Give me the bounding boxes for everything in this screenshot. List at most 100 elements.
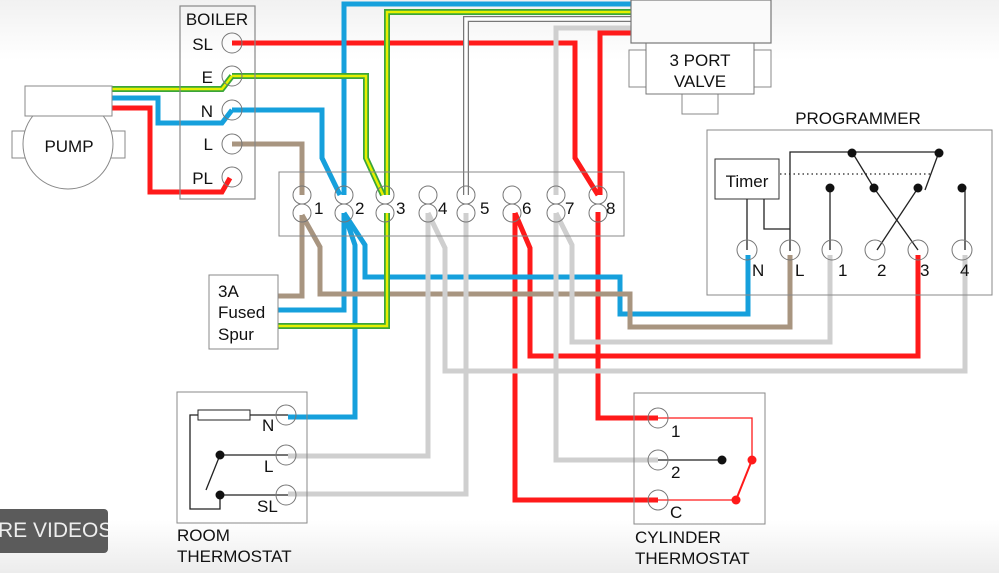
room-stat-label-line1: ROOM — [177, 526, 230, 545]
wire-3-to-spur-earth — [278, 213, 390, 329]
wire-4-to-room-l — [288, 213, 431, 459]
switch-contact-dot — [913, 183, 923, 193]
wire-pump-earth — [112, 74, 235, 92]
junction-terminal-screw — [418, 185, 438, 205]
wire-pump-live — [112, 105, 233, 195]
switch-contact-dot — [825, 183, 835, 193]
programmer-terminal-label: 4 — [960, 261, 969, 280]
junction-terminal-label: 6 — [522, 199, 531, 218]
junction-terminal-label: 2 — [355, 199, 364, 218]
junction-terminal-label: 4 — [438, 199, 447, 218]
wire-valve-earth — [384, 9, 633, 195]
wire-2-to-room-n — [288, 212, 358, 420]
junction-terminal-screw — [456, 203, 476, 223]
cylinder-stat-terminal-label: 1 — [671, 422, 680, 441]
switch-contact-dot — [215, 450, 225, 460]
boiler-terminal-label: PL — [192, 169, 213, 188]
boiler: BOILER SL E N L PL — [179, 5, 256, 200]
junction-terminal-screw — [502, 185, 522, 205]
junction-terminal-screw — [334, 203, 354, 223]
programmer-terminal — [821, 239, 843, 261]
fused-spur: 3A Fused Spur — [208, 274, 279, 350]
junction-terminal-label: 1 — [314, 199, 323, 218]
wire-valve-grey — [553, 25, 633, 195]
boiler-title: BOILER — [186, 10, 248, 29]
junction-box: 1 2 3 4 5 6 7 8 — [278, 171, 625, 237]
wire-boiler-n-to-2 — [232, 107, 343, 197]
junction-terminal-screw — [546, 203, 566, 223]
boiler-terminal — [221, 65, 243, 87]
switch-contact-dot — [215, 490, 225, 500]
programmer-terminal — [907, 239, 929, 261]
programmer-terminal — [779, 239, 801, 261]
junction-terminal-label: 5 — [480, 199, 489, 218]
junction-terminal-screw — [502, 203, 522, 223]
pump-label: PUMP — [44, 137, 93, 156]
switch-contact-dot — [934, 148, 944, 158]
spur-label-line2: Fused — [218, 303, 265, 322]
spur-label-line3: Spur — [218, 325, 254, 344]
switch-contact-dot — [869, 183, 879, 193]
programmer-terminal — [736, 239, 758, 261]
cylinder-stat-terminal-label: C — [670, 503, 682, 522]
wire-6-to-cylinder-c — [512, 213, 658, 503]
junction-terminal-screw — [292, 203, 312, 223]
switch-contact-dot — [957, 183, 967, 193]
junction-terminal-label: 3 — [396, 199, 405, 218]
wire-2-to-spur — [278, 213, 347, 313]
valve-label-line1: 3 PORT — [669, 51, 730, 70]
room-thermostat: N L SL ROOM THERMOSTAT — [176, 391, 308, 566]
wire-pump-neutral — [112, 95, 234, 126]
boiler-terminal — [221, 166, 243, 188]
wire-valve-neutral — [341, 1, 633, 195]
boiler-terminal-label: E — [202, 68, 213, 87]
wire-6-to-prog-3 — [512, 212, 921, 359]
timer-label: Timer — [726, 172, 769, 191]
anticipator-resistor-icon — [197, 409, 251, 421]
junction-terminal-label: 8 — [606, 199, 615, 218]
boiler-terminal-label: N — [201, 102, 213, 121]
boiler-terminal — [221, 99, 243, 121]
room-stat-terminal-label: L — [264, 457, 273, 476]
junction-terminal-screw — [588, 203, 608, 223]
spur-label-line1: 3A — [218, 282, 239, 301]
cylinder-stat-terminal — [647, 449, 669, 471]
boiler-terminal-label: SL — [192, 35, 213, 54]
junction-terminal-screw — [375, 203, 395, 223]
programmer-terminal-label: 1 — [838, 261, 847, 280]
room-stat-terminal — [275, 404, 297, 426]
cylinder-stat-label-line2: THERMOSTAT — [635, 549, 750, 568]
wire-7-to-prog-1 — [553, 211, 833, 345]
boiler-terminal-label: L — [204, 135, 213, 154]
cylinder-thermostat: 1 2 C CYLINDER THERMOSTAT — [633, 392, 766, 568]
programmer-terminal — [951, 239, 973, 261]
wire-1-to-prog-l — [299, 213, 793, 330]
wire-boiler-sl-to-8 — [232, 40, 601, 197]
programmer-terminal-label: L — [795, 261, 804, 280]
wire-8-to-cylinder-1 — [595, 212, 658, 421]
programmer-terminal-label: 3 — [920, 261, 929, 280]
room-stat-terminal-label: SL — [257, 497, 278, 516]
boiler-terminal — [221, 133, 243, 155]
switch-contact-dot-live — [747, 455, 757, 465]
wire-5-to-room-sl — [288, 213, 469, 497]
programmer-terminal-label: 2 — [877, 261, 886, 280]
room-stat-terminal — [275, 444, 297, 466]
more-videos-button[interactable]: RE VIDEOS — [0, 509, 108, 553]
cylinder-stat-terminal-label: 2 — [671, 463, 680, 482]
wire-boiler-e-to-3 — [232, 73, 386, 197]
junction-terminal-label: 7 — [565, 199, 574, 218]
wire-spur-to-1 — [278, 215, 305, 299]
switch-contact-dot-live — [731, 495, 741, 505]
room-stat-terminal — [275, 484, 297, 506]
wire-boiler-l-to-1 — [232, 141, 305, 195]
programmer-title: PROGRAMMER — [795, 109, 921, 128]
junction-terminal-screw — [418, 203, 438, 223]
programmer-terminal-label: N — [752, 261, 764, 280]
room-stat-terminal-label: N — [262, 416, 274, 435]
programmer: PROGRAMMER Timer — [706, 109, 993, 296]
wire-valve-5-fill — [464, 17, 633, 195]
three-port-valve: 3 PORT VALVE — [628, 0, 772, 115]
cylinder-stat-terminal — [647, 407, 669, 429]
